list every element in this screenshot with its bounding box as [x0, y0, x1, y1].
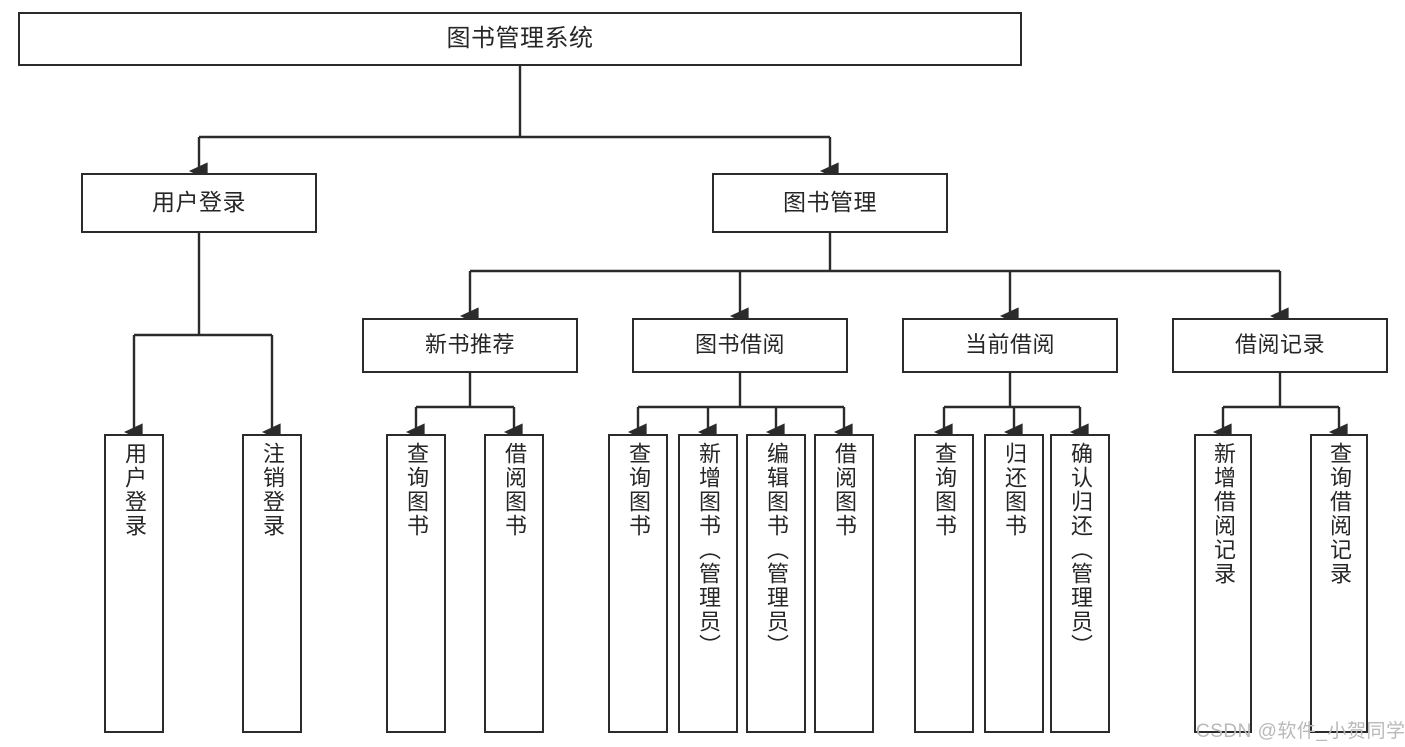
node-new-book-recommend[interactable]: 新书推荐 [362, 318, 578, 373]
node-leaf-query-borrow-record[interactable]: 查询借阅记录 [1310, 434, 1368, 733]
node-root[interactable]: 图书管理系统 [18, 12, 1022, 66]
node-leaf-query-books-borrow[interactable]: 查询图书 [608, 434, 668, 733]
node-label: 借阅图书 [832, 442, 857, 538]
node-book-management[interactable]: 图书管理 [712, 173, 948, 233]
node-label: 图书管理系统 [446, 24, 594, 52]
node-leaf-user-logout[interactable]: 注销登录 [242, 434, 302, 733]
node-label: 图书借阅 [694, 332, 785, 358]
node-label: 编辑图书（管理员） [764, 442, 789, 658]
node-label: 查询图书 [626, 442, 651, 538]
node-leaf-add-book-admin[interactable]: 新增图书（管理员） [678, 434, 738, 733]
node-leaf-borrow-books-rec[interactable]: 借阅图书 [484, 434, 544, 733]
node-label: 当前借阅 [964, 332, 1055, 358]
node-label: 新增借阅记录 [1211, 442, 1236, 586]
node-leaf-confirm-return-admin[interactable]: 确认归还（管理员） [1050, 434, 1110, 733]
node-label: 查询借阅记录 [1327, 442, 1352, 586]
node-leaf-return-book[interactable]: 归还图书 [984, 434, 1044, 733]
connector-lines [123, 66, 1348, 441]
node-leaf-user-login[interactable]: 用户登录 [104, 434, 164, 733]
node-label: 用户登录 [122, 442, 147, 538]
node-label: 新书推荐 [424, 332, 515, 358]
node-label: 查询图书 [404, 442, 429, 538]
node-label: 归还图书 [1002, 442, 1027, 538]
node-label: 确认归还（管理员） [1068, 442, 1093, 658]
node-label: 借阅记录 [1234, 332, 1325, 358]
node-label: 注销登录 [260, 442, 285, 538]
node-borrow-records[interactable]: 借阅记录 [1172, 318, 1388, 373]
watermark-text: CSDN @软件_小贺同学 [1196, 721, 1405, 742]
node-label: 查询图书 [932, 442, 957, 538]
node-label: 新增图书（管理员） [696, 442, 721, 658]
node-label: 借阅图书 [502, 442, 527, 538]
node-leaf-add-borrow-record[interactable]: 新增借阅记录 [1194, 434, 1252, 733]
node-label: 图书管理 [783, 189, 877, 216]
node-user-login[interactable]: 用户登录 [81, 173, 317, 233]
node-label: 用户登录 [152, 189, 246, 216]
node-current-borrow[interactable]: 当前借阅 [902, 318, 1118, 373]
node-leaf-edit-book-admin[interactable]: 编辑图书（管理员） [746, 434, 806, 733]
node-book-borrow[interactable]: 图书借阅 [632, 318, 848, 373]
node-leaf-borrow-book[interactable]: 借阅图书 [814, 434, 874, 733]
node-leaf-query-books-current[interactable]: 查询图书 [914, 434, 974, 733]
node-leaf-query-books-rec[interactable]: 查询图书 [386, 434, 446, 733]
